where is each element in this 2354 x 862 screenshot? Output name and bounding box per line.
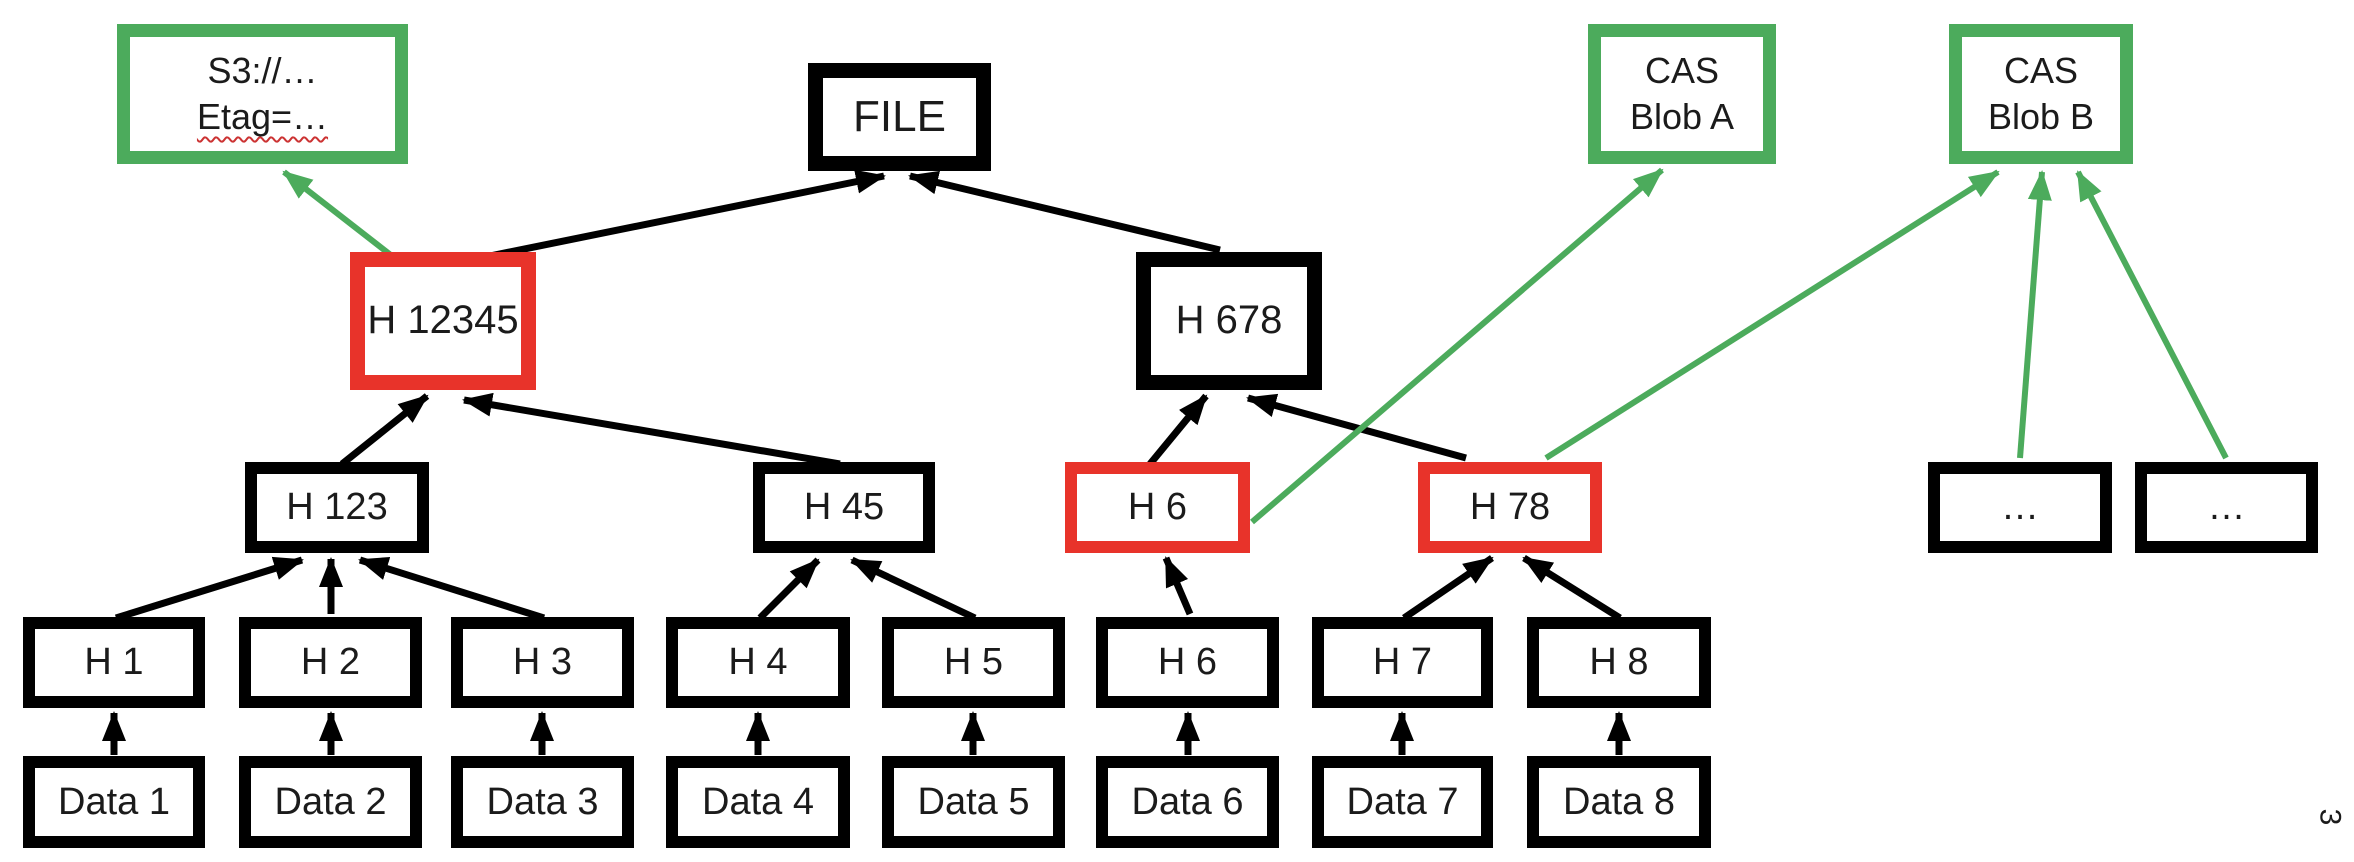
node-h3: H 3 (451, 617, 634, 708)
node-data-5-label: Data 5 (917, 780, 1030, 823)
node-h4: H 4 (666, 617, 850, 708)
edge-h7-to-h78-internal (1402, 555, 1494, 621)
node-ellipsis-1: … (1928, 462, 2112, 553)
edge-h123-to-h12345 (339, 393, 430, 467)
node-h6: H 6 (1096, 617, 1279, 708)
node-h678: H 678 (1136, 252, 1322, 390)
node-h3-label: H 3 (512, 641, 573, 684)
node-file-label: FILE (853, 91, 946, 141)
node-ellipsis-2-label: … (2207, 486, 2246, 529)
node-s3-etag-label: S3://… (207, 49, 318, 91)
edge-h6-internal-to-h678 (1147, 393, 1209, 467)
node-h7-label: H 7 (1372, 641, 1433, 684)
node-cas-blob-a-label: Blob A (1629, 96, 1735, 137)
node-data-2-label: Data 2 (274, 780, 387, 823)
node-h1-label: H 1 (84, 641, 144, 684)
edge-h3-to-h123 (358, 556, 546, 622)
node-cas-blob-b-label: Blob B (1987, 96, 2095, 137)
edge-h78-internal-to-cas-blob-b (1544, 169, 2000, 461)
node-data-8: Data 8 (1527, 756, 1711, 848)
node-cas-blob-b-label: CAS (2003, 49, 2079, 91)
node-h5-label: H 5 (943, 641, 1004, 684)
node-file: FILE (808, 63, 991, 171)
node-data-7-label: Data 7 (1346, 780, 1459, 823)
edge-h4-to-h45 (757, 557, 821, 621)
edge-h6-internal-to-cas-blob-a (1250, 167, 1664, 525)
node-cas-blob-a-label: CAS (1644, 49, 1720, 91)
node-data-3: Data 3 (451, 756, 634, 848)
node-h78-internal: H 78 (1418, 462, 1602, 553)
node-h78-internal-label: H 78 (1469, 486, 1551, 529)
node-h6-label: H 6 (1157, 641, 1218, 684)
node-data-6: Data 6 (1096, 756, 1279, 848)
node-h6-internal: H 6 (1065, 462, 1250, 553)
node-h123: H 123 (245, 462, 429, 553)
edge-h12345-to-s3-etag (282, 169, 394, 259)
node-data-4: Data 4 (666, 756, 850, 848)
node-cas-blob-a: CAS Blob A (1588, 24, 1776, 164)
edge-h1-to-h123 (114, 556, 304, 622)
node-data-5: Data 5 (882, 756, 1065, 848)
node-data-2: Data 2 (239, 756, 422, 848)
edge-h5-to-h45 (850, 556, 977, 622)
edge-ellipsis-2-to-cas-blob-b (2075, 170, 2229, 460)
node-h2: H 2 (239, 617, 422, 708)
node-h8-label: H 8 (1589, 641, 1649, 684)
node-cas-blob-b: CAS Blob B (1949, 24, 2133, 164)
node-h45: H 45 (753, 462, 935, 553)
node-h4-label: H 4 (728, 641, 788, 684)
edge-h45-to-h12345 (462, 392, 841, 468)
node-data-4-label: Data 4 (702, 780, 814, 823)
node-ellipsis-1-label: … (2001, 486, 2039, 529)
node-data-3-label: Data 3 (486, 780, 599, 823)
node-h7: H 7 (1312, 617, 1493, 708)
node-data-6-label: Data 6 (1131, 780, 1244, 823)
node-ellipsis-2: … (2135, 462, 2318, 553)
node-s3-etag-label: Etag=… (196, 96, 329, 137)
node-data-1-label: Data 1 (58, 780, 170, 823)
node-h1: H 1 (23, 617, 205, 708)
edge-ellipsis-1-to-cas-blob-b (2017, 170, 2052, 459)
node-data-8-label: Data 8 (1563, 780, 1675, 823)
edge-h12345-to-file (479, 169, 886, 262)
node-s3-etag: S3://… Etag=… (117, 24, 408, 164)
node-data-1: Data 1 (23, 756, 205, 848)
node-h12345-label: H 12345 (367, 298, 519, 343)
edge-h6-to-h6-internal (1162, 556, 1194, 616)
page-number: 3 (2313, 808, 2347, 826)
node-h5: H 5 (882, 617, 1065, 708)
node-h123-label: H 123 (286, 486, 388, 529)
node-data-7: Data 7 (1312, 756, 1493, 848)
node-h12345: H 12345 (350, 252, 536, 390)
node-h6-internal-label: H 6 (1127, 486, 1188, 529)
node-h678-label: H 678 (1175, 298, 1283, 343)
node-h2-label: H 2 (300, 641, 361, 684)
node-h45-label: H 45 (803, 486, 885, 529)
edge-h8-to-h78-internal (1522, 555, 1622, 621)
edge-h678-to-file (908, 170, 1221, 254)
node-h8: H 8 (1527, 617, 1711, 708)
